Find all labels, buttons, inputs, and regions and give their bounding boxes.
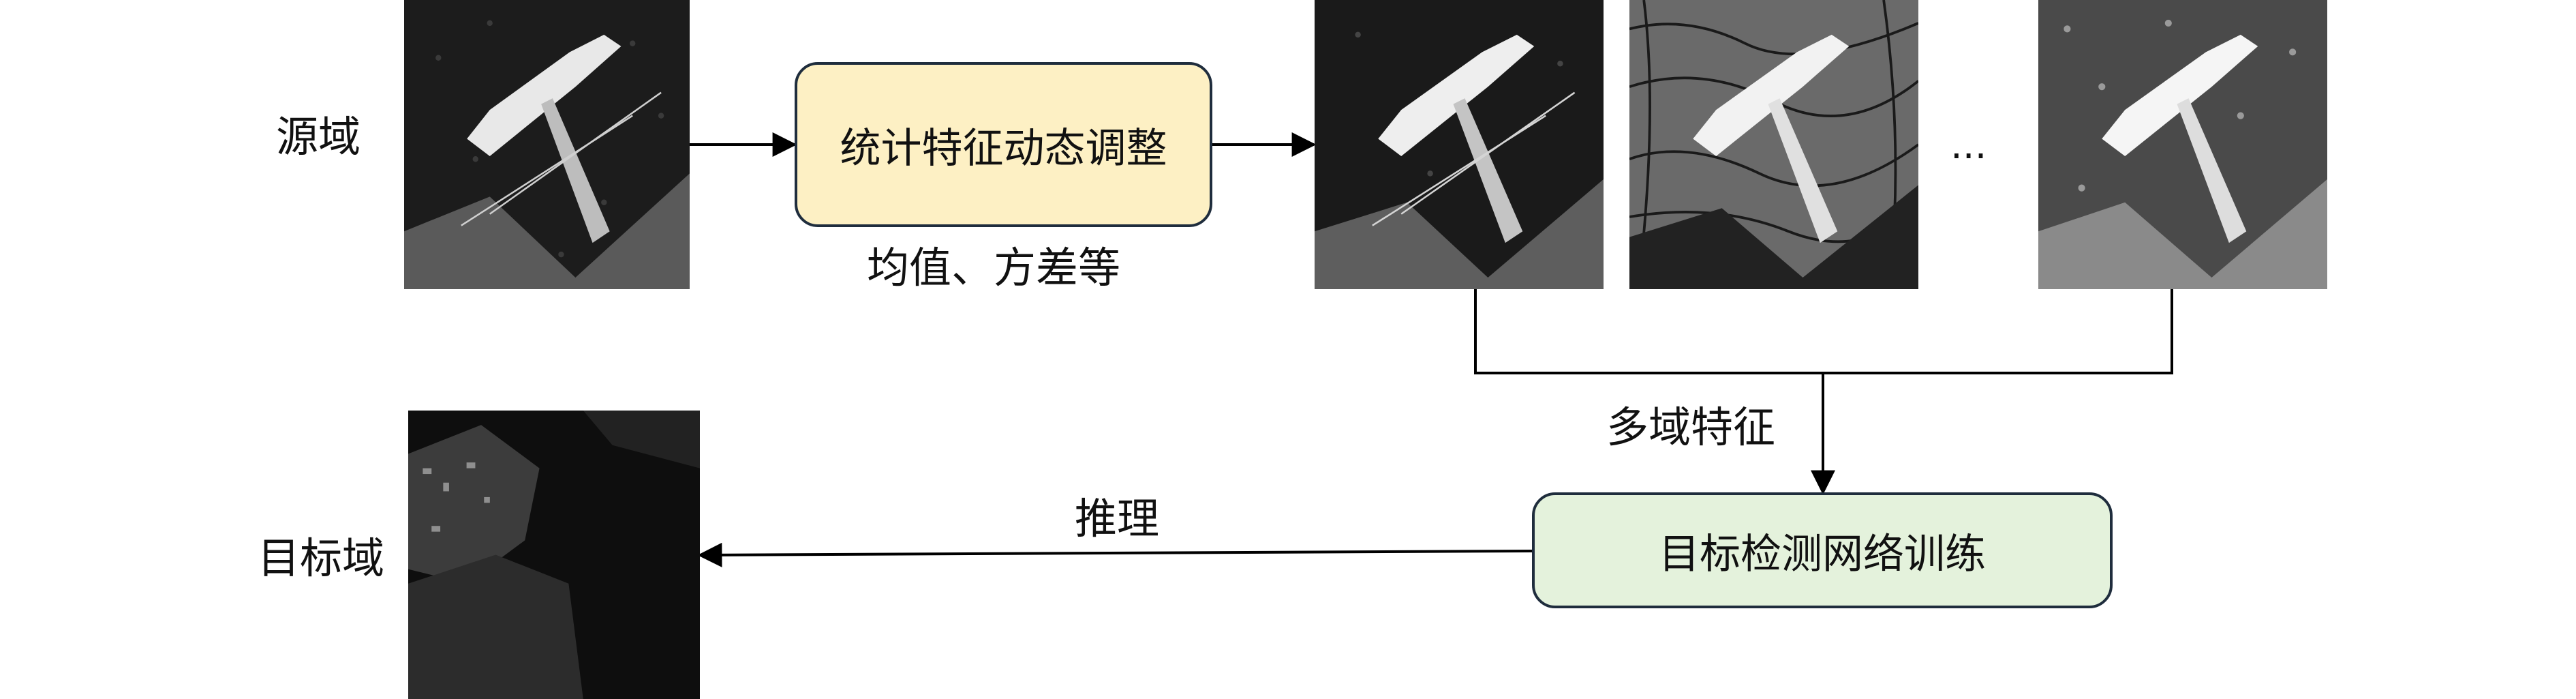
ellipsis-label: ... xyxy=(1950,123,1987,168)
variants-merge-bracket xyxy=(1474,289,2173,374)
stat-adjust-box: 统计特征动态调整 xyxy=(795,62,1212,227)
detect-train-box: 目标检测网络训练 xyxy=(1532,492,2113,608)
variant-sar-image-n xyxy=(2038,0,2327,289)
source-sar-image xyxy=(404,0,690,289)
stats-caption: 均值、方差等 xyxy=(867,243,1121,293)
stat-adjust-label: 统计特征动态调整 xyxy=(840,124,1167,173)
detect-train-label: 目标检测网络训练 xyxy=(1659,530,1986,578)
inference-label: 推理 xyxy=(1075,494,1160,544)
arrow-train-to-target xyxy=(697,542,1533,567)
variant-sar-image-1 xyxy=(1315,0,1604,289)
target-domain-label: 目标域 xyxy=(258,533,385,583)
multi-domain-features-label: 多域特征 xyxy=(1606,402,1776,452)
target-sar-image xyxy=(408,411,700,699)
variant-sar-image-2 xyxy=(1629,0,1918,289)
source-domain-label: 源域 xyxy=(276,112,361,162)
